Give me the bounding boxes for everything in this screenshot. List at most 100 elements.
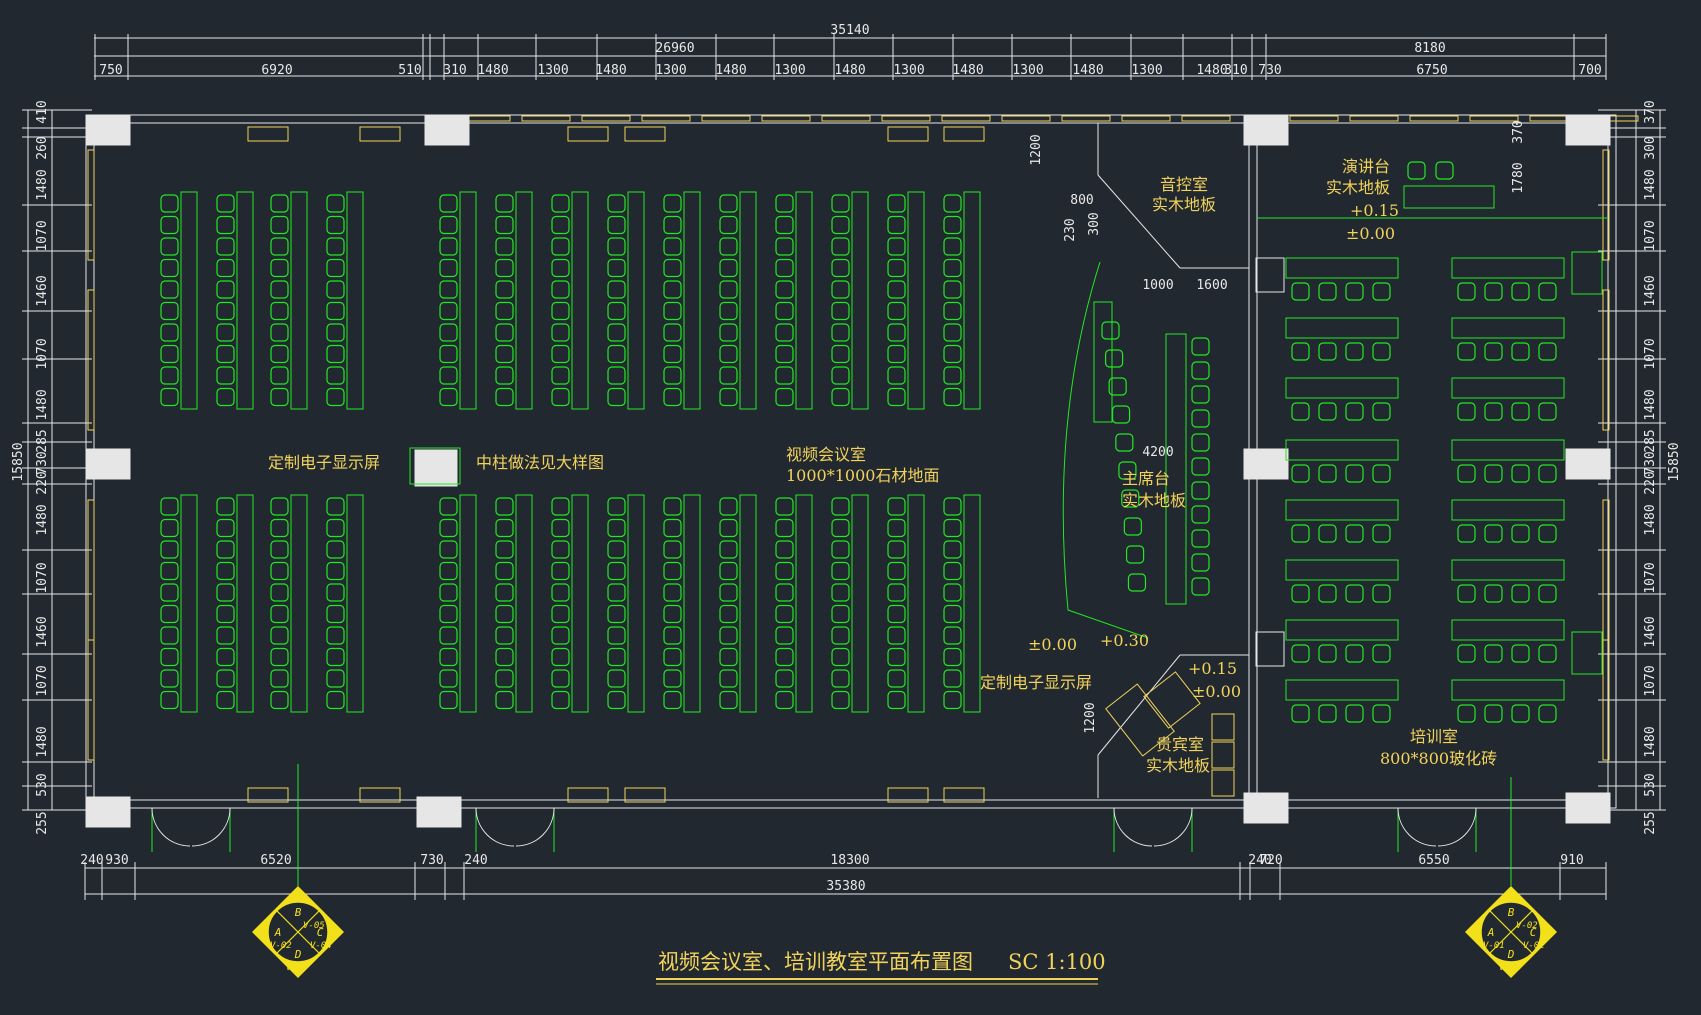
chair <box>663 280 682 299</box>
chair <box>326 301 345 321</box>
chair <box>1291 282 1310 301</box>
marker-left-rightref: V-04 <box>310 941 332 951</box>
chair <box>439 215 458 235</box>
label-video-room: 视频会议室 <box>786 445 866 464</box>
label-vip-floor: 实木地板 <box>1146 756 1210 775</box>
label-screen-left: 定制电子显示屏 <box>268 453 380 472</box>
label-podium-floor: 实木地板 <box>1326 178 1390 197</box>
audio-wall-diag <box>1097 174 1181 269</box>
chair <box>831 237 850 256</box>
chair <box>831 258 850 278</box>
chair <box>326 626 345 645</box>
chair <box>1407 161 1426 180</box>
chair <box>887 647 906 667</box>
chair <box>1318 704 1337 723</box>
chair <box>775 237 794 256</box>
chair <box>607 561 626 581</box>
chair <box>607 647 626 667</box>
chair <box>216 540 235 559</box>
chair <box>887 301 906 321</box>
dim-right-6: 1480 <box>1643 389 1658 420</box>
chair <box>495 280 514 299</box>
chair <box>831 194 850 213</box>
desk <box>459 191 477 410</box>
chair <box>831 540 850 559</box>
dim-interior-5: 1600 <box>1196 278 1227 293</box>
desk <box>851 494 869 713</box>
drawing-title: 视频会议室、培训教室平面布置图 <box>658 950 973 974</box>
dim-top-4: 1480 <box>477 63 508 78</box>
chair <box>887 626 906 645</box>
chair <box>1372 402 1391 421</box>
chair <box>326 194 345 213</box>
training-desk <box>1285 317 1399 339</box>
desk <box>795 494 813 713</box>
chair <box>551 194 570 213</box>
niche <box>624 787 666 803</box>
chair <box>607 669 626 688</box>
chair <box>1484 282 1503 301</box>
chair <box>775 280 794 299</box>
chair <box>216 518 235 538</box>
chair <box>1318 464 1337 483</box>
chair <box>1191 529 1210 548</box>
chair <box>1345 464 1364 483</box>
desk <box>515 191 533 410</box>
chair <box>719 669 738 688</box>
desk <box>290 191 308 410</box>
training-desk <box>1285 619 1399 641</box>
chair <box>160 583 179 602</box>
dim-left-2: 1480 <box>35 169 50 200</box>
dim-interior-4: 1000 <box>1142 278 1173 293</box>
chair <box>439 690 458 710</box>
chair <box>1345 584 1364 603</box>
chair <box>551 280 570 299</box>
chair <box>160 690 179 710</box>
marker-left-bottom: D <box>294 948 302 961</box>
chair <box>439 561 458 581</box>
chair <box>270 583 289 602</box>
chair <box>719 280 738 299</box>
armchair <box>1211 713 1235 741</box>
chair <box>775 323 794 342</box>
training-desk <box>1451 619 1565 641</box>
dim-right-11: 1070 <box>1643 562 1658 593</box>
chair <box>1345 644 1364 663</box>
chair <box>495 669 514 688</box>
dim-left-0: 410 <box>35 100 50 123</box>
chair <box>439 344 458 364</box>
niche <box>567 787 609 803</box>
chair <box>160 497 179 516</box>
dim-right-7: 285 <box>1643 429 1658 452</box>
niche <box>943 126 985 142</box>
section-marker-left: B V-05 A V-02 C V-04 D V-05 <box>252 764 344 978</box>
label-training-room: 培训室 <box>1410 727 1458 746</box>
chair <box>887 194 906 213</box>
chair <box>663 258 682 278</box>
chair <box>1484 464 1503 483</box>
chair <box>439 366 458 385</box>
chair <box>663 518 682 538</box>
chair <box>216 669 235 688</box>
chair <box>887 323 906 342</box>
chair <box>1511 644 1530 663</box>
chair <box>775 518 794 538</box>
chair <box>551 626 570 645</box>
chair <box>495 366 514 385</box>
desk <box>739 191 757 410</box>
chair <box>216 604 235 624</box>
training-desk <box>1451 559 1565 581</box>
chair <box>1511 282 1530 301</box>
niche <box>943 787 985 803</box>
chair <box>326 258 345 278</box>
column <box>85 448 131 480</box>
dim-right-0: 370 <box>1643 100 1658 123</box>
walls <box>85 114 1639 852</box>
chair <box>270 258 289 278</box>
chair <box>607 583 626 602</box>
chair <box>160 669 179 688</box>
chair <box>216 647 235 667</box>
